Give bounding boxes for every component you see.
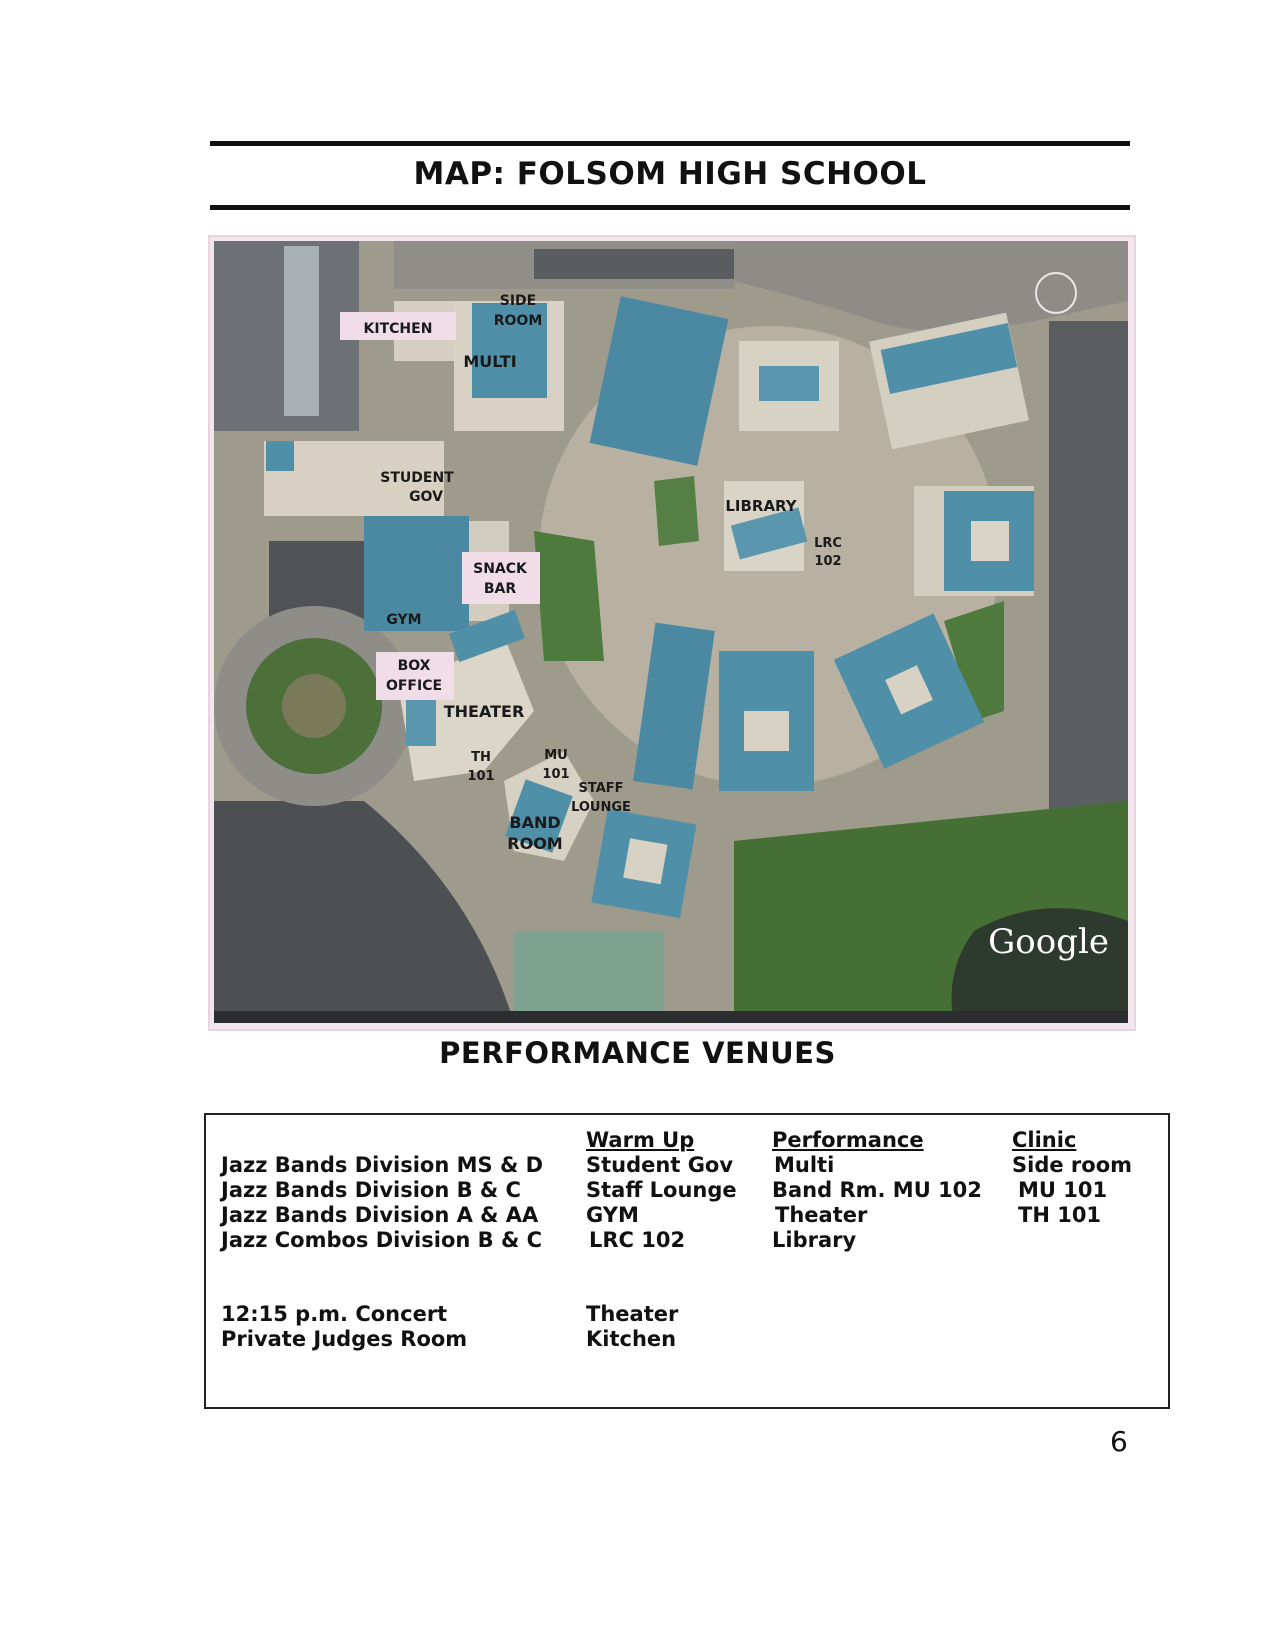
row-3-event: Jazz Combos Division B & C (221, 1228, 542, 1252)
lrc102-label-1[interactable]: LRC (814, 536, 842, 551)
header-warmup: Warm Up (586, 1128, 695, 1152)
student-gov-label-1[interactable]: STUDENT (380, 470, 454, 486)
th101-roof (406, 696, 436, 746)
row-1-clinic: MU 101 (1018, 1178, 1108, 1202)
roundabout-center (282, 674, 346, 738)
tennis-courts (514, 931, 664, 1023)
venues-heading: PERFORMANCE VENUES (439, 1036, 836, 1070)
band-room-roof (505, 779, 573, 853)
compass-icon[interactable] (1035, 272, 1077, 314)
campus-aerial-map[interactable]: KITCHEN SIDE ROOM MULTI STUDENT GOV SNAC… (214, 241, 1128, 1023)
th101-label-2[interactable]: 101 (467, 769, 494, 784)
extra-0-event: 12:15 p.m. Concert (221, 1302, 448, 1326)
row-2-performance: Theater (775, 1203, 868, 1227)
ne-road (734, 241, 1128, 331)
lawn-center-west (534, 531, 604, 661)
side-room-label-1[interactable]: SIDE (500, 293, 536, 309)
header-performance: Performance (772, 1128, 924, 1152)
snack-bar-label-bg (462, 552, 540, 604)
east-parking (1049, 321, 1128, 821)
south-square-courtyard (744, 711, 789, 751)
staff-lounge-label-2[interactable]: LOUNGE (571, 800, 631, 815)
row-1-event: Jazz Bands Division B & C (221, 1178, 521, 1202)
kitchen-label[interactable]: KITCHEN (364, 321, 433, 337)
multi-roof (472, 303, 547, 398)
lawn-center (654, 476, 699, 546)
kitchen-label-bg (340, 312, 456, 340)
gym-roof (364, 516, 469, 631)
box-office-label-1[interactable]: BOX (398, 658, 431, 674)
student-gov-roof (266, 441, 294, 471)
multi-label[interactable]: MULTI (463, 352, 516, 371)
north-mid-roof (759, 366, 819, 401)
sw-square-courtyard (623, 838, 668, 885)
east-courtyard (971, 521, 1009, 561)
box-office-label-bg (376, 652, 454, 700)
extra-1-location: Kitchen (586, 1327, 677, 1351)
snack-bar-label-1[interactable]: SNACK (473, 561, 528, 577)
row-0-performance: Multi (774, 1153, 835, 1177)
library-label[interactable]: LIBRARY (725, 497, 797, 515)
building-roofs (264, 296, 1034, 919)
band-room-label-2[interactable]: ROOM (507, 834, 562, 853)
band-room-label-1[interactable]: BAND (509, 813, 560, 832)
north-parking (534, 249, 734, 279)
lrc102-label-2[interactable]: 102 (814, 554, 841, 569)
header-clinic: Clinic (1012, 1128, 1077, 1152)
map-status-strip (214, 1011, 1128, 1023)
map-frame: KITCHEN SIDE ROOM MULTI STUDENT GOV SNAC… (208, 235, 1136, 1031)
row-2-event: Jazz Bands Division A & AA (221, 1203, 539, 1227)
row-3-warmup: LRC 102 (589, 1228, 686, 1252)
title-rule-bottom (210, 205, 1130, 210)
row-1-performance: Band Rm. MU 102 (772, 1178, 982, 1202)
page-title: MAP: FOLSOM HIGH SCHOOL (413, 156, 927, 192)
long-south-roof (633, 622, 715, 790)
mu101-label-2[interactable]: 101 (542, 767, 569, 782)
mu101-label-1[interactable]: MU (544, 748, 568, 763)
row-3-performance: Library (772, 1228, 857, 1252)
row-0-warmup: Student Gov (586, 1153, 734, 1177)
th101-label-1[interactable]: TH (471, 750, 491, 765)
box-office-label-2[interactable]: OFFICE (386, 678, 442, 694)
extra-0-location: Theater (586, 1302, 679, 1326)
side-room-label-2[interactable]: ROOM (494, 313, 543, 329)
big-roof-north (589, 296, 729, 466)
theater-label[interactable]: THEATER (444, 702, 525, 721)
venues-table: Warm Up Performance Clinic Jazz Bands Di… (204, 1113, 1170, 1409)
lawn-east (944, 601, 1004, 721)
se-courtyard (885, 665, 933, 715)
parking-lot-sw (214, 801, 514, 1023)
row-0-clinic: Side room (1012, 1153, 1133, 1177)
snack-bar-label-2[interactable]: BAR (484, 581, 517, 597)
row-2-warmup: GYM (586, 1203, 639, 1227)
title-rule-top (210, 141, 1130, 146)
ne-roof (880, 322, 1018, 395)
theater-roof (448, 609, 526, 663)
google-watermark: Google (988, 922, 1109, 962)
extra-1-event: Private Judges Room (221, 1327, 468, 1351)
row-2-clinic: TH 101 (1018, 1203, 1102, 1227)
pond (951, 908, 1128, 1023)
row-0-event: Jazz Bands Division MS & D (221, 1153, 544, 1177)
page-number: 6 (1110, 1425, 1128, 1458)
staff-lounge-label-1[interactable]: STAFF (578, 781, 623, 796)
student-gov-label-2[interactable]: GOV (409, 489, 443, 505)
gym-label[interactable]: GYM (386, 612, 421, 628)
row-1-warmup: Staff Lounge (586, 1178, 737, 1202)
track-strip (284, 246, 319, 416)
